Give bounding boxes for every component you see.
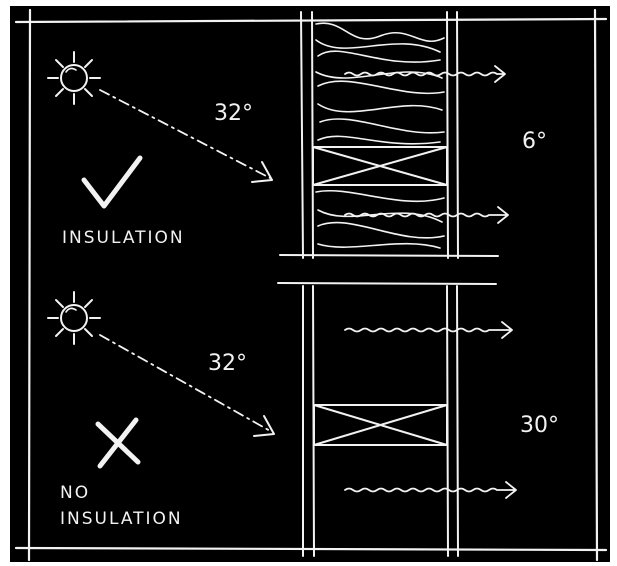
heat-arrow-top-2 xyxy=(344,206,509,224)
cross-icon xyxy=(95,417,141,469)
insulation-caption: INSULATION xyxy=(62,228,185,248)
sun-temperature-bottom: 32° xyxy=(208,351,247,376)
heat-arrow-bottom-2 xyxy=(344,481,517,499)
interior-temperature-bottom: 30° xyxy=(520,413,559,438)
no-insulation-caption-line2: INSULATION xyxy=(60,509,183,529)
checkmark-icon xyxy=(81,155,143,209)
wall-section-uninsulated xyxy=(302,285,459,557)
sun-ray-top xyxy=(99,89,271,179)
sun-ray-bottom xyxy=(99,334,273,433)
no-insulation-caption-line1: NO xyxy=(60,483,90,503)
heat-arrow-bottom-1 xyxy=(344,321,513,339)
sun-icon xyxy=(47,291,101,345)
outer-frame xyxy=(14,8,608,562)
heat-arrow-top-1 xyxy=(344,65,506,83)
interior-temperature-top: 6° xyxy=(522,129,547,154)
sun-ray-bottom-arrowhead xyxy=(253,415,275,437)
sun-icon xyxy=(47,51,101,105)
heat-flow-arrows xyxy=(344,65,517,499)
sun-temperature-top: 32° xyxy=(214,101,253,126)
sun-ray-top-arrowhead xyxy=(251,161,273,183)
